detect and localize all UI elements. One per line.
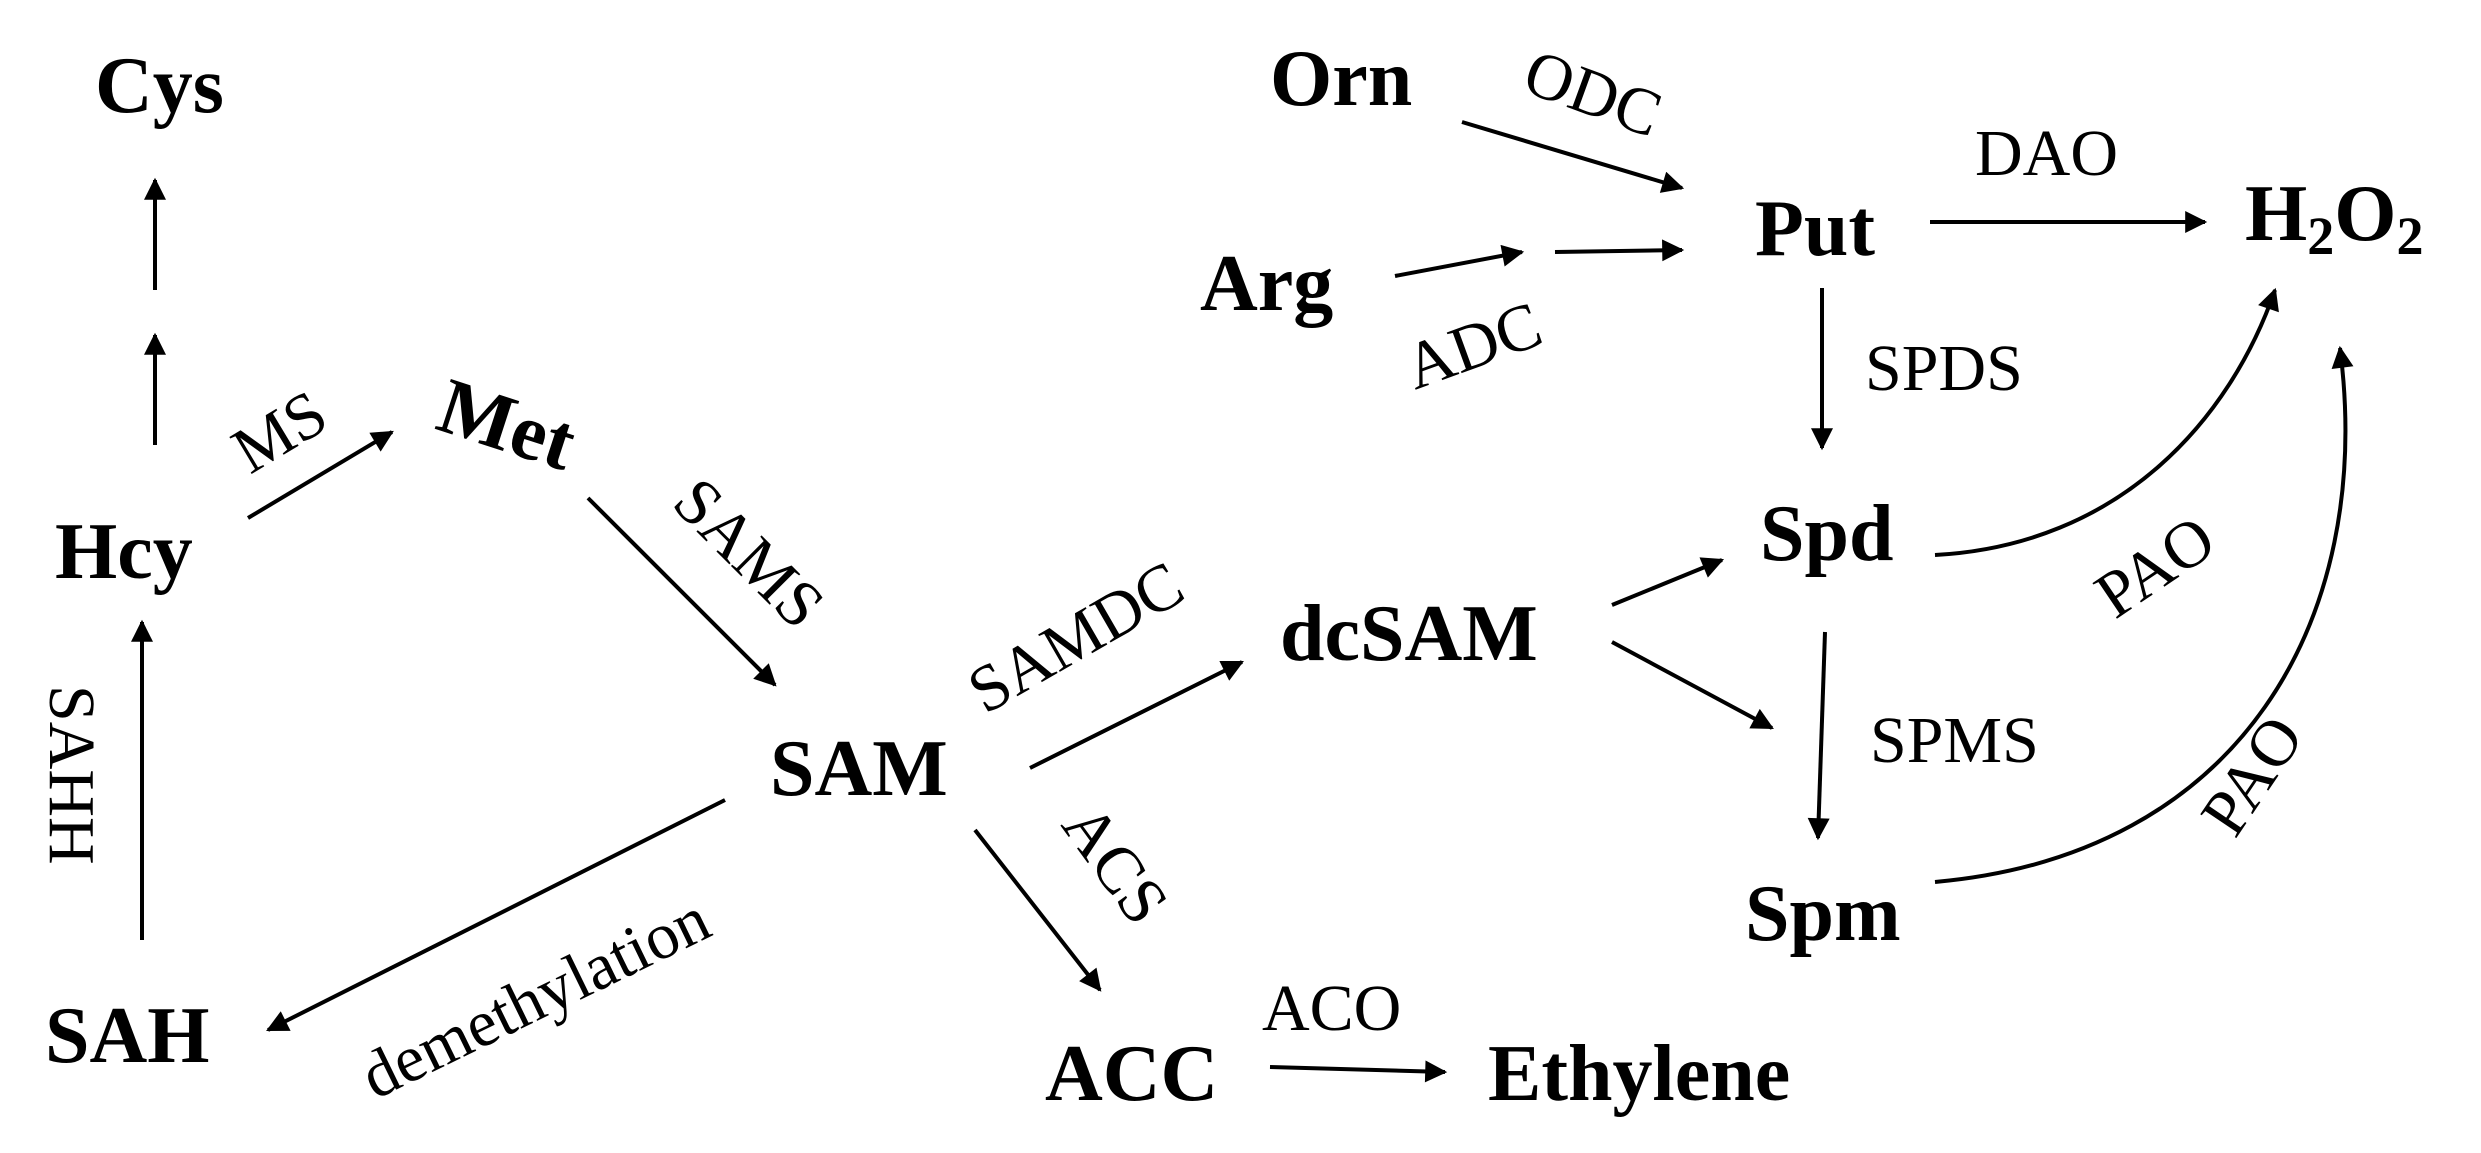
- enzyme-dao: DAO: [1975, 117, 2118, 190]
- enzyme-sams: SAMS: [659, 464, 838, 643]
- arrow-met-to-sam: [586, 496, 777, 687]
- node-spd: Spd: [1760, 490, 1893, 578]
- node-dcsam: dcSAM: [1280, 590, 1538, 678]
- node-arg: Arg: [1200, 240, 1333, 328]
- enzyme-acs: ACS: [1048, 791, 1183, 938]
- arrow-arg-to-intermediate: [1394, 244, 1525, 278]
- enzyme-odc: ODC: [1515, 35, 1671, 151]
- node-sah: SAH: [45, 992, 210, 1080]
- enzyme-pao-upper: PAO: [2083, 501, 2228, 632]
- enzyme-spds: SPDS: [1865, 332, 2023, 405]
- node-sam: SAM: [770, 725, 948, 813]
- arrow-dcsam-to-spd: [1611, 557, 1725, 607]
- arrow-spd-to-h2o2: [1934, 287, 2279, 557]
- node-spm: Spm: [1745, 870, 1901, 958]
- enzyme-ms: MS: [220, 376, 339, 488]
- node-hcy: Hcy: [55, 508, 193, 596]
- node-h2o2: H2O2: [2245, 170, 2423, 266]
- arrow-orn-to-put: [1461, 120, 1685, 193]
- arrow-acc-to-ethylene: [1269, 1060, 1448, 1083]
- node-acc: ACC: [1045, 1030, 1218, 1118]
- node-ethylene: Ethylene: [1488, 1030, 1790, 1118]
- h2o2-subscript-1: 2: [2307, 206, 2334, 266]
- arrow-intermediate-to-put: [1554, 239, 1685, 262]
- enzyme-aco: ACO: [1262, 972, 1401, 1045]
- node-met: Met: [428, 362, 586, 488]
- arrow-sam-to-acc: [973, 828, 1102, 992]
- arrow-sam-to-dcsam: [1029, 660, 1244, 770]
- node-cys: Cys: [95, 42, 224, 130]
- arrow-hcy-to-met: [246, 430, 394, 520]
- h2o2-h: H: [2245, 170, 2307, 258]
- arrow-spd-to-spm: [1807, 631, 1830, 841]
- enzyme-sahh: SAHH: [35, 685, 108, 865]
- node-orn: Orn: [1270, 35, 1412, 123]
- enzyme-spms: SPMS: [1870, 704, 2039, 777]
- h2o2-subscript-2: 2: [2396, 206, 2423, 266]
- enzyme-demethylation: demethylation: [350, 882, 721, 1113]
- arrow-sam-to-sah: [266, 798, 726, 1032]
- arrow-spm-to-h2o2: [1934, 345, 2354, 884]
- arrow-dcsam-to-spm: [1611, 640, 1774, 730]
- node-put: Put: [1755, 185, 1875, 273]
- h2o2-o: O: [2334, 170, 2396, 258]
- enzyme-adc: ADC: [1395, 288, 1551, 404]
